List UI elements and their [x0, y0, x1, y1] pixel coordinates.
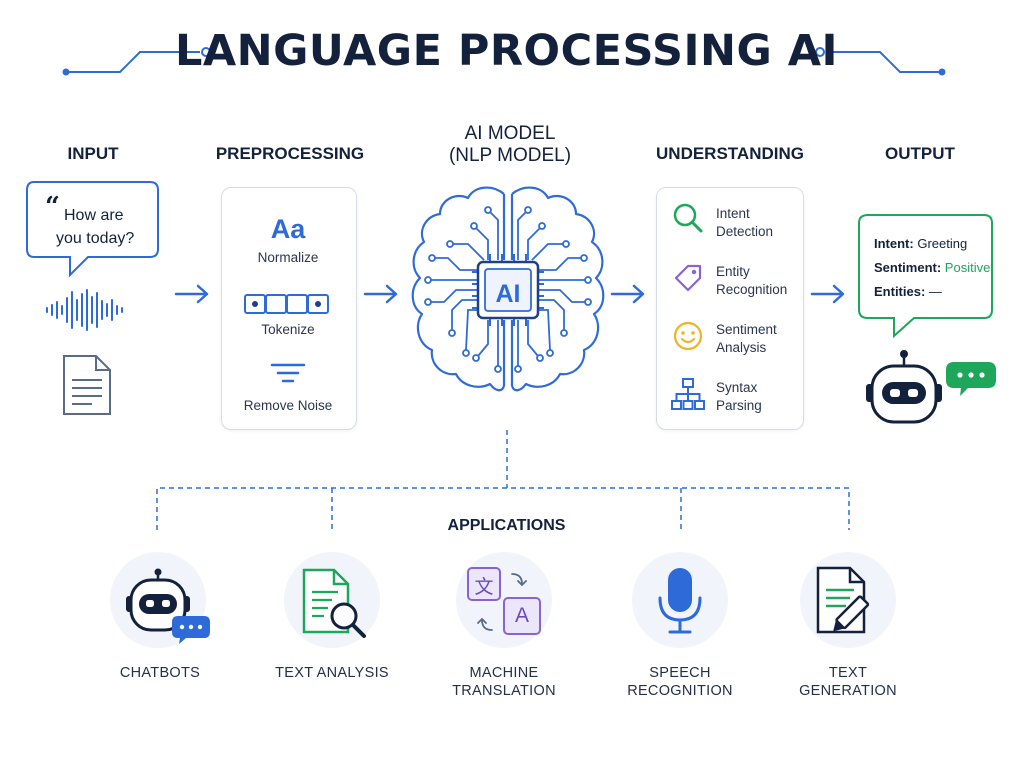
speech-recognition-label: SPEECH RECOGNITION: [610, 664, 750, 700]
translate-glyph-target: A: [514, 604, 529, 627]
input-quote-line1: How are: [64, 207, 124, 224]
tag-icon: [674, 264, 702, 292]
input-quote-text: How are you today?: [56, 204, 134, 250]
output-sentiment-row: Sentiment: Positive: [874, 256, 990, 280]
input-quote-mark: “: [45, 192, 60, 222]
title-circuit-decoration: [62, 47, 946, 76]
microphone-icon: [658, 568, 702, 634]
output-entities-key: Entities:: [874, 284, 926, 299]
sentiment-line2: Analysis: [716, 340, 767, 355]
output-entities-value: —: [928, 284, 942, 299]
tg-line1: TEXT: [828, 665, 868, 681]
sentiment-analysis-label: Sentiment Analysis: [716, 321, 777, 357]
chatbot-icon: [126, 568, 210, 644]
chatbots-label: CHATBOTS: [119, 665, 201, 681]
intent-detection-label: Intent Detection: [716, 205, 773, 241]
sr-line1: SPEECH: [649, 665, 711, 681]
robot-icon: [866, 350, 996, 424]
input-quote-line2: you today?: [56, 230, 135, 247]
understanding-card: [656, 187, 804, 430]
entity-recognition-label: Entity Recognition: [716, 263, 787, 299]
mt-line1: MACHINE: [469, 665, 539, 681]
sentiment-line1: Sentiment: [716, 322, 777, 337]
stage-title-model: AI MODEL (NLP MODEL): [420, 123, 600, 167]
output-sentiment-value: Positive: [944, 260, 991, 275]
text-generation-icon: [816, 566, 870, 634]
sr-line2: RECOGNITION: [627, 683, 733, 699]
output-speech-bubble: [858, 214, 993, 339]
normalize-label: Normalize: [257, 250, 319, 265]
syntax-line1: Syntax: [716, 380, 758, 395]
applications-heading: APPLICATIONS: [420, 517, 593, 535]
entity-line1: Entity: [716, 264, 750, 279]
text-analysis-label: TEXT ANALYSIS: [275, 665, 389, 681]
text-analysis-icon: [302, 568, 366, 638]
entity-line2: Recognition: [716, 282, 788, 297]
tg-line2: GENERATION: [799, 683, 897, 699]
stage-title-preprocessing: PREPROCESSING: [215, 144, 365, 163]
output-results: Intent: Greeting Sentiment: Positive Ent…: [874, 232, 990, 304]
text-generation-label: TEXT GENERATION: [778, 664, 918, 700]
output-intent-row: Intent: Greeting: [874, 232, 990, 256]
tokenize-label: Tokenize: [261, 322, 315, 337]
page-title: LANGUAGE PROCESSING AI: [174, 26, 839, 76]
syntax-parsing-label: Syntax Parsing: [716, 379, 762, 415]
model-title-line1: AI MODEL: [464, 123, 556, 144]
intent-line1: Intent: [716, 206, 750, 221]
normalize-icon: Aa: [270, 214, 306, 244]
tokenize-icon: [244, 294, 329, 314]
output-sentiment-key: Sentiment:: [874, 260, 942, 275]
stage-title-understanding: UNDERSTANDING: [656, 144, 804, 163]
hierarchy-icon: [671, 378, 705, 410]
filter-icon: [270, 363, 306, 383]
sound-wave-icon: [46, 289, 123, 331]
model-title-line2: (NLP MODEL): [448, 145, 572, 166]
stage-title-input: INPUT: [67, 144, 119, 163]
output-intent-value: Greeting: [917, 236, 968, 251]
remove-noise-label: Remove Noise: [243, 398, 333, 413]
chip-ai-label: AI: [495, 280, 521, 308]
flow-arrows: [174, 284, 845, 304]
document-icon: [63, 355, 111, 415]
smiley-icon: [673, 321, 703, 351]
syntax-line2: Parsing: [716, 398, 762, 413]
intent-line2: Detection: [716, 224, 774, 239]
mt-line2: TRANSLATION: [452, 683, 556, 699]
translate-glyph-source: 文: [474, 576, 494, 598]
translate-icon: [467, 567, 541, 635]
output-entities-row: Entities: —: [874, 280, 990, 304]
brain-circuit-icon: [411, 186, 605, 392]
input-speech-bubble: [26, 181, 159, 278]
machine-translation-label: MACHINE TRANSLATION: [434, 664, 574, 700]
stage-title-output: OUTPUT: [885, 144, 955, 163]
search-icon: [673, 203, 703, 233]
applications-connectors: [156, 430, 850, 530]
output-intent-key: Intent:: [874, 236, 914, 251]
